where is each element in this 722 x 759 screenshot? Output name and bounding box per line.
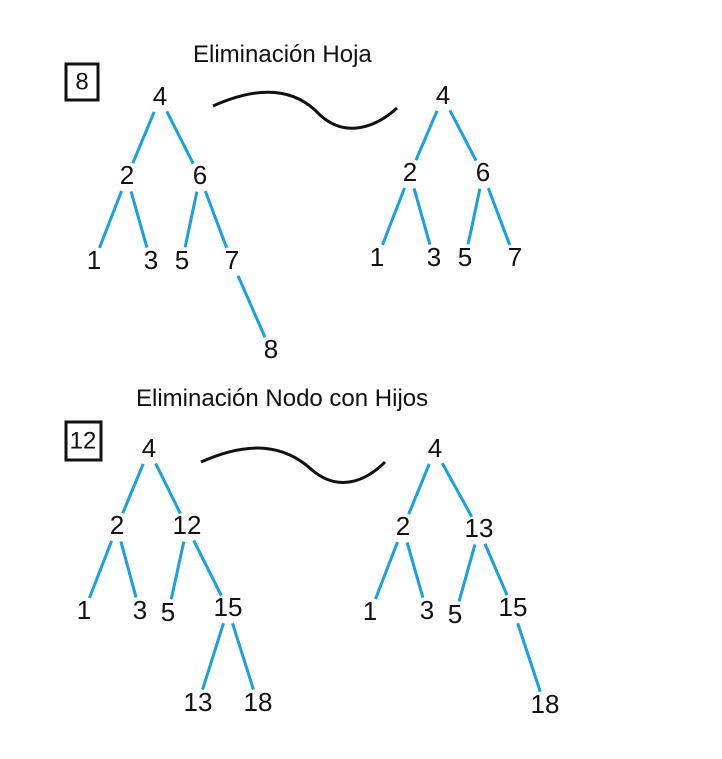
section-2-before-node-15: 15 [214,592,243,622]
section-1-before-node-3: 3 [144,245,158,275]
section-2-after-node-15: 15 [499,592,528,622]
section-2-transform-wave [200,446,387,484]
section-2-before-edge-15-18 [231,622,255,691]
section-1-before-node-1: 1 [87,245,101,275]
section-2-before-edge-2-1 [88,540,113,599]
section-1-before-edge-2-1 [98,190,123,249]
section-2-before-node-2: 2 [110,510,124,540]
section-2-before-node-5: 5 [161,597,175,627]
section-1-before-node-5: 5 [175,245,189,275]
section-2-after-node-1: 1 [363,596,377,626]
section-1-after-node-6: 6 [476,157,490,187]
section-2-title: Eliminación Nodo con Hijos [136,385,428,412]
section-2-before-edge-2-3 [119,541,138,598]
section-2-after-node-2: 2 [396,511,410,541]
section-2-after-edge-2-1 [374,541,399,600]
section-2-after-edge-13-5 [457,544,477,602]
section-1-after-edge-2-3 [412,188,432,245]
section-2-after-edge-2-3 [405,542,425,598]
section-1-after-edge-2-1 [381,187,406,246]
section-1-before-node-7: 7 [225,245,239,275]
section-1-before-node-2: 2 [120,160,134,190]
section-2-deleted-key-box [64,420,103,462]
section-1-deleted-key-box [64,62,100,102]
section-1-transform-wave [212,90,399,130]
section-1-after-node-1: 1 [370,242,384,272]
section-2-before-edge-12-15 [192,539,223,597]
section-2-after-node-5: 5 [448,599,462,629]
section-2-after-node-13: 13 [465,513,494,543]
section-1-before-node-8: 8 [264,334,278,364]
section-2-before-node-4: 4 [142,433,156,463]
section-2-after-edge-15-18 [516,622,542,693]
section-1-title: Eliminación Hoja [193,41,372,68]
section-2-deleted-key: 12 [70,427,97,454]
section-2-after-node-3: 3 [420,595,434,625]
section-2-before-node-18: 18 [244,687,273,717]
section-1-before-node-4: 4 [153,81,167,111]
section-2-before-edge-4-12 [154,462,182,515]
section-1-before-edge-2-3 [129,191,149,248]
section-1-after-node-7: 7 [508,242,522,272]
section-2-before-node-3: 3 [133,595,147,625]
section-2-after-edge-13-15 [483,543,509,596]
section-1-after-node-3: 3 [427,242,441,272]
section-1-after-node-2: 2 [403,157,417,187]
section-2-before-edge-12-5 [169,541,186,600]
section-1-before-node-6: 6 [193,160,207,190]
section-1-before-edge-4-2 [131,111,156,164]
section-1-after-node-5: 5 [458,242,472,272]
section-2-after-node-4: 4 [428,433,442,463]
section-1-after-node-4: 4 [436,80,450,110]
section-1-before-edge-7-8 [236,275,267,338]
section-1-before-edge-6-7 [203,190,229,249]
section-2-after-edge-4-2 [407,463,431,515]
section-2-before-node-12: 12 [173,510,202,540]
section-2-before-edge-4-2 [121,463,145,514]
section-1-after-edge-6-5 [466,188,482,245]
section-1-deleted-key: 8 [75,68,88,95]
section-2-before-node-13: 13 [184,687,213,717]
section-2-before-node-1: 1 [77,595,91,625]
section-1-before-edge-6-5 [183,191,199,248]
section-1-after-edge-4-6 [448,109,478,162]
section-2-before-edge-15-13 [201,622,225,691]
section-1-after-edge-4-2 [414,110,439,161]
section-2-after-node-18: 18 [531,689,560,719]
section-2-after-edge-4-13 [440,462,474,518]
section-1-before-edge-4-6 [165,110,195,165]
section-1-after-edge-6-7 [486,187,512,246]
